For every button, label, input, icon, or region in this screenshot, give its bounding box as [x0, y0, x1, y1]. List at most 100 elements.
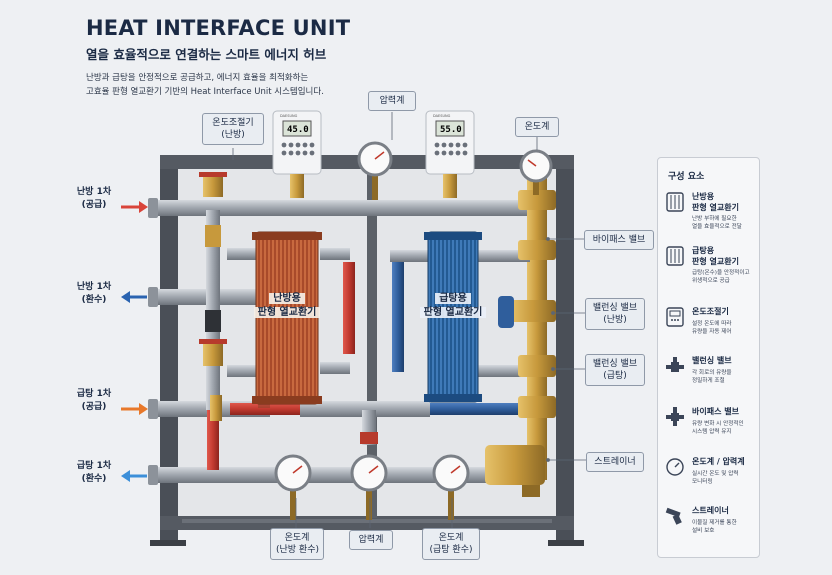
side-label-heating-return-line2: (환수): [81, 295, 107, 305]
page-title: HEAT INTERFACE UNIT: [86, 16, 351, 40]
thermostat-heating-brand: DAESUNG: [280, 114, 298, 118]
legend-item-strainer-desc1: 이물질 제거를 통한: [692, 520, 737, 526]
callout-pressure-gauge-bottom-line1: 압력계: [358, 535, 384, 545]
side-label-heating-return-line1: 난방 1차: [76, 282, 112, 292]
legend-item-hotwater-exchanger-name1: 급탕용: [692, 246, 715, 255]
thermostat-hotwater-display: 55.0: [440, 125, 462, 135]
bypass-valve-icon: [666, 407, 684, 426]
callout-balancing-heating: 밸런싱 밸브 (난방): [585, 298, 645, 330]
pipe-hotwater-supply-mid: [300, 401, 430, 417]
side-label-hotwater-return-line1: 급탕 1차: [76, 461, 112, 471]
legend-item-gauge-name1: 온도계 / 압력계: [692, 457, 745, 466]
flow-arrow-heating-supply: [121, 201, 148, 213]
strainer-icon: [665, 507, 682, 525]
balancing-valve-icon: [666, 357, 684, 372]
side-label-heating-supply-line2: (공급): [81, 200, 107, 210]
side-label-heating-supply: 난방 1차 (공급): [64, 186, 124, 212]
actuator-hotwater: [443, 174, 457, 198]
side-label-heating-supply-line1: 난방 1차: [76, 187, 112, 197]
pipe-left-red: [207, 410, 219, 470]
legend-item-gauge-desc2: 모니터링: [692, 479, 713, 485]
legend-item-heating-exchanger-name1: 난방용: [692, 192, 715, 201]
thermostat-heating-display: 45.0: [287, 125, 309, 135]
legend-item-heating-exchanger-desc1: 난방 부하에 필요한: [692, 216, 737, 222]
hotwater-exchanger-icon: [666, 246, 684, 266]
legend-item-strainer-name1: 스트레이너: [692, 506, 729, 515]
actuator-heating: [290, 174, 304, 198]
heating-plate-exchanger: [252, 231, 322, 405]
side-label-hotwater-supply-line1: 급탕 1차: [76, 389, 112, 399]
heating-exchanger-label-line2: 판형 열교환기: [253, 307, 321, 318]
legend-item-thermostat-desc1: 설정 온도에 따라: [692, 321, 732, 327]
legend-item-balancing-valve-name1: 밸런싱 밸브: [692, 356, 732, 365]
flow-arrow-hotwater-supply: [121, 403, 148, 415]
legend-item-hotwater-exchanger-desc1: 급탕(온수)을 안정적이고: [692, 270, 750, 276]
inlet-flanges: [148, 198, 158, 485]
callout-bypass-valve: 바이패스 밸브: [584, 230, 654, 250]
pressure-gauge-bottom-gauge: [350, 454, 388, 520]
legend-item-balancing-valve-desc2: 정밀하게 조절: [692, 378, 725, 384]
pipe-heating-riser: [343, 262, 355, 354]
pipe-blue-segment: [430, 403, 530, 415]
legend-item-bypass-valve-desc2: 시스템 압력 유지: [692, 429, 732, 435]
hotwater-exchanger-label-line2: 판형 열교환기: [419, 307, 487, 318]
callout-strainer-line1: 스트레이너: [594, 457, 636, 467]
thermostat-hotwater-unit: DAESUNG 55.0: [425, 110, 475, 175]
page-subtitle: 열을 효율적으로 연결하는 스마트 에너지 허브: [86, 47, 327, 62]
heating-exchanger-icon: [666, 192, 684, 212]
callout-balancing-heating-line2: (난방): [603, 315, 627, 325]
pipe-heating-return: [150, 289, 260, 305]
component-legend: 구성 요소 난방용 판형 열교환기 난방 부하에 필요한 열을 효율적으로 전달…: [657, 157, 760, 558]
callout-thermometer-heating-return-line2: (난방 환수): [276, 545, 320, 555]
thermometer-top: [519, 149, 553, 195]
callout-thermometer-hotwater-return: 온도계 (급탕 환수): [422, 528, 480, 560]
legend-item-heating-exchanger-desc2: 열을 효율적으로 전달: [692, 224, 742, 230]
brass-manifold: [527, 170, 547, 480]
callout-thermometer-top-line1: 온도계: [524, 122, 550, 132]
thermostat-hotwater-brand: DAESUNG: [433, 114, 451, 118]
legend-item-strainer-desc2: 설비 보호: [692, 528, 715, 534]
hotwater-exchanger-label: 급탕용 판형 열교환기: [414, 292, 492, 320]
callout-balancing-hotwater: 밸런싱 밸브 (급탕): [585, 354, 645, 386]
thermostat-heating-unit: DAESUNG 45.0: [272, 110, 322, 175]
flow-arrow-heating-return: [121, 291, 147, 303]
callout-thermometer-hotwater-return-line2: (급탕 환수): [429, 545, 473, 555]
legend-item-thermostat-name1: 온도조절기: [692, 307, 729, 316]
description-line-1: 난방과 급탕을 안정적으로 공급하고, 에너지 효율을 최적화하는: [86, 73, 309, 83]
callout-thermometer-heating-return: 온도계 (난방 환수): [270, 528, 324, 560]
left-valves: [199, 172, 227, 421]
callout-pressure-gauge-top-line1: 압력계: [379, 96, 405, 106]
callout-leaders: [232, 112, 586, 528]
legend-item-balancing-valve-desc1: 각 회로의 유량을: [692, 370, 732, 376]
gauge-icon: [666, 458, 684, 476]
legend-item-hotwater-exchanger-desc2: 위생적으로 공급: [692, 278, 730, 284]
callout-bypass-valve-line1: 바이패스 밸브: [592, 235, 646, 245]
description-line-2: 고효율 판형 열교환기 기반의 Heat Interface Unit 시스템입…: [86, 87, 324, 97]
callout-strainer: 스트레이너: [586, 452, 644, 472]
callout-balancing-hotwater-line2: (급탕): [603, 371, 627, 381]
side-label-hotwater-return-line2: (환수): [81, 474, 107, 484]
pipe-heating-supply: [150, 200, 545, 216]
flow-arrow-hotwater-return: [121, 470, 147, 482]
side-label-hotwater-supply-line2: (공급): [81, 402, 107, 412]
callout-balancing-hotwater-line1: 밸런싱 밸브: [592, 359, 638, 369]
thermometer-heating-return-gauge: [274, 454, 312, 520]
side-label-hotwater-return: 급탕 1차 (환수): [64, 460, 124, 486]
thermometer-hotwater-return-gauge: [432, 454, 470, 520]
callout-thermostat-heating-line2: (난방): [221, 130, 245, 140]
callout-thermometer-hotwater-return-line1: 온도계: [438, 533, 464, 543]
callout-thermometer-top: 온도계: [515, 117, 559, 137]
legend-item-hotwater-exchanger-name2: 판형 열교환기: [692, 257, 739, 266]
pipe-hotwater-riser: [392, 262, 404, 372]
legend-item-heating-exchanger-name2: 판형 열교환기: [692, 203, 739, 212]
side-label-hotwater-supply: 급탕 1차 (공급): [64, 388, 124, 414]
callout-thermostat-heating-line1: 온도조절기: [212, 118, 254, 128]
legend-item-bypass-valve-desc1: 유량 변화 시 안정적인: [692, 421, 744, 427]
legend-item-thermostat-desc2: 유량을 자동 제어: [692, 329, 732, 335]
manifold-valves: [485, 190, 556, 497]
legend-title: 구성 요소: [668, 172, 705, 182]
legend-item-gauge-desc1: 실시간 온도 및 압력: [692, 471, 739, 477]
callout-thermostat-heating: 온도조절기 (난방): [202, 113, 264, 145]
hotwater-exchanger-label-line1: 급탕용: [435, 293, 471, 304]
